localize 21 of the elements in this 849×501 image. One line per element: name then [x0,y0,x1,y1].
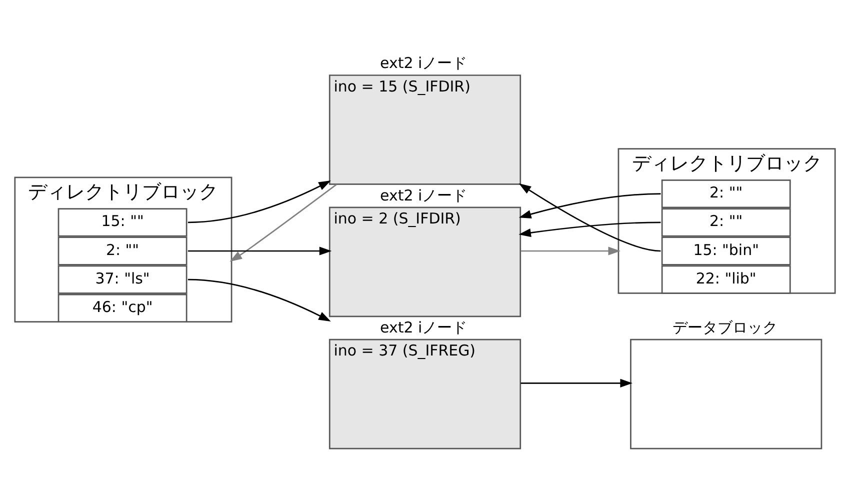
node-label: ext2 iノード [380,186,467,204]
node-box: 2: "" [57,236,187,265]
arrow [187,278,330,321]
arrow [518,192,660,218]
arrow [520,378,632,387]
node-label: データブロック [672,318,777,336]
arrow [187,246,332,255]
node-box: 2: "" [660,178,790,208]
arrow [229,183,336,262]
node-label: ext2 iノード [380,318,467,336]
arrow [520,246,620,255]
node-box: 22: "lib" [660,264,790,294]
arrow [518,182,660,252]
node-box: 15: "" [57,208,187,236]
node-label: ext2 iノード [380,54,467,72]
node-box: 15: "bin" [660,236,790,265]
node-box: 37: "ls" [57,264,187,294]
arrow [518,221,660,236]
node-box: 46: "cp" [57,293,187,322]
node-box: 2: "" [660,208,790,236]
arrow [187,180,330,223]
